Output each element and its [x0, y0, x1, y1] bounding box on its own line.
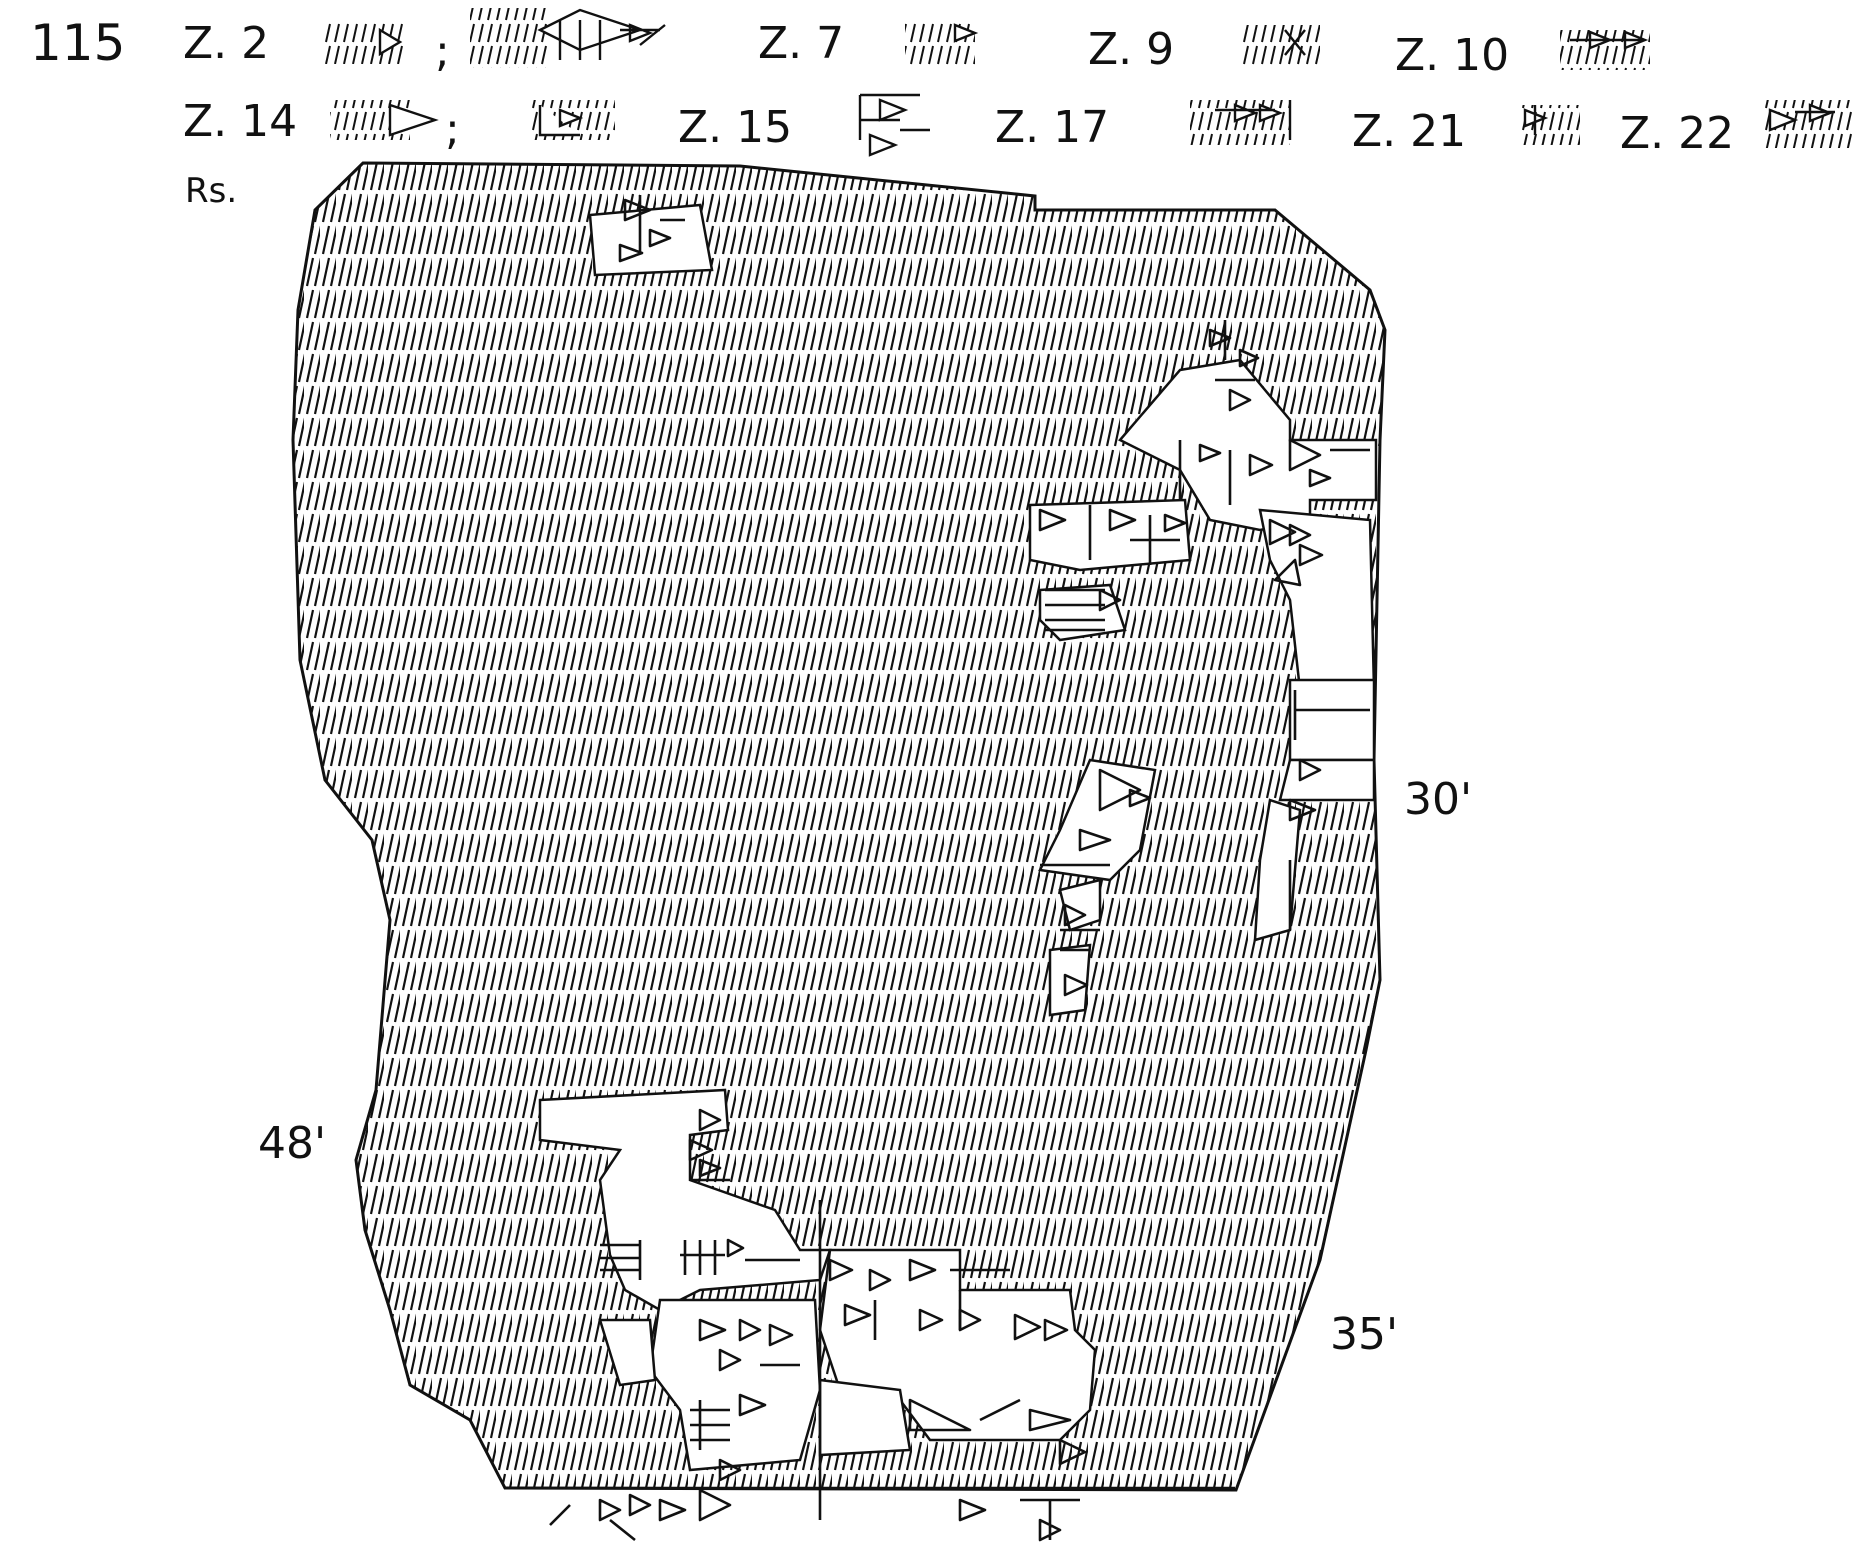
variant-label-z9: Z. 9 [1088, 24, 1175, 75]
side-label-reverse: Rs. [185, 171, 238, 211]
variant-label-z17: Z. 17 [995, 102, 1110, 153]
cuneiform-signs [505, 195, 1370, 1542]
tablet-outline [291, 161, 1387, 1492]
preserved-areas [538, 203, 1378, 1472]
variant-label-z22: Z. 22 [1620, 108, 1735, 159]
line-number-35: 35' [1330, 1309, 1399, 1360]
variant-separator-z2: ; [435, 26, 450, 77]
variant-label-z2: Z. 2 [183, 18, 270, 69]
header-sign-sketches [325, 8, 1855, 157]
variant-separator-z14: ; [445, 104, 460, 155]
variant-label-z10: Z. 10 [1395, 30, 1510, 81]
variant-label-z21: Z. 21 [1352, 106, 1467, 157]
line-number-30: 30' [1404, 774, 1473, 825]
variant-label-z7: Z. 7 [758, 18, 845, 69]
line-number-48: 48' [258, 1118, 327, 1169]
variant-label-z14: Z. 14 [183, 96, 298, 147]
text-number: 115 [30, 14, 126, 72]
variant-label-z15: Z. 15 [678, 102, 793, 153]
